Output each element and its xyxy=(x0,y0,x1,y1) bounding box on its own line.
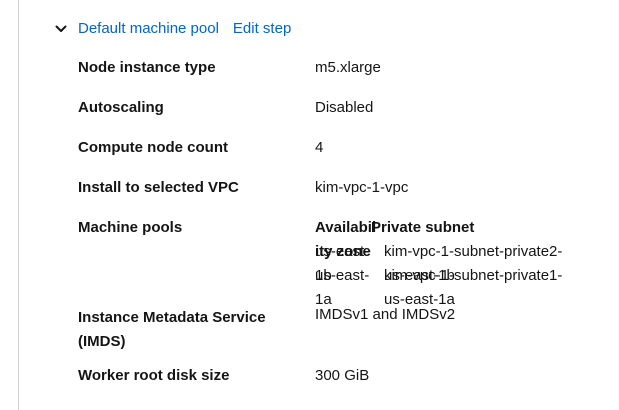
availability-zone-cell: us-east-1a xyxy=(315,267,370,308)
row-value: IMDSv1 and IMDSv2 xyxy=(315,306,456,323)
row-value: 4 xyxy=(315,139,324,156)
chevron-down-icon[interactable] xyxy=(55,22,67,36)
availability-zone-cell: us-east-1b xyxy=(315,243,370,284)
private-subnet-cell: kim-vpc-1-subnet-private1-us-east-1a xyxy=(384,267,563,308)
row-label: Machine pools xyxy=(78,219,183,236)
default-machine-pool-toggle-link[interactable]: Default machine pool xyxy=(78,20,219,37)
row-label: Worker root disk size xyxy=(78,367,230,384)
row-label: Node instance type xyxy=(78,59,216,76)
row-value: kim-vpc-1-vpc xyxy=(315,179,409,196)
private-subnet-column-header: Private subnet xyxy=(371,219,475,236)
row-label: Compute node count xyxy=(78,139,228,156)
machine-pools-table: Availability zone Private subnet us-east… xyxy=(315,216,585,312)
row-label: Autoscaling xyxy=(78,99,164,116)
machine-pool-section-header: Default machine pool Edit step xyxy=(55,20,291,37)
section-left-border xyxy=(18,0,19,410)
row-value: 300 GiB xyxy=(315,367,370,384)
row-value: Disabled xyxy=(315,99,374,116)
row-label: Instance Metadata Service (IMDS) xyxy=(78,309,266,350)
edit-step-link[interactable]: Edit step xyxy=(232,20,292,37)
row-label: Install to selected VPC xyxy=(78,179,239,196)
private-subnet-cell: kim-vpc-1-subnet-private2-us-east-1b xyxy=(384,243,563,284)
availability-zone-column-header: Availability zone xyxy=(315,219,377,260)
row-value: m5.xlarge xyxy=(315,59,381,76)
